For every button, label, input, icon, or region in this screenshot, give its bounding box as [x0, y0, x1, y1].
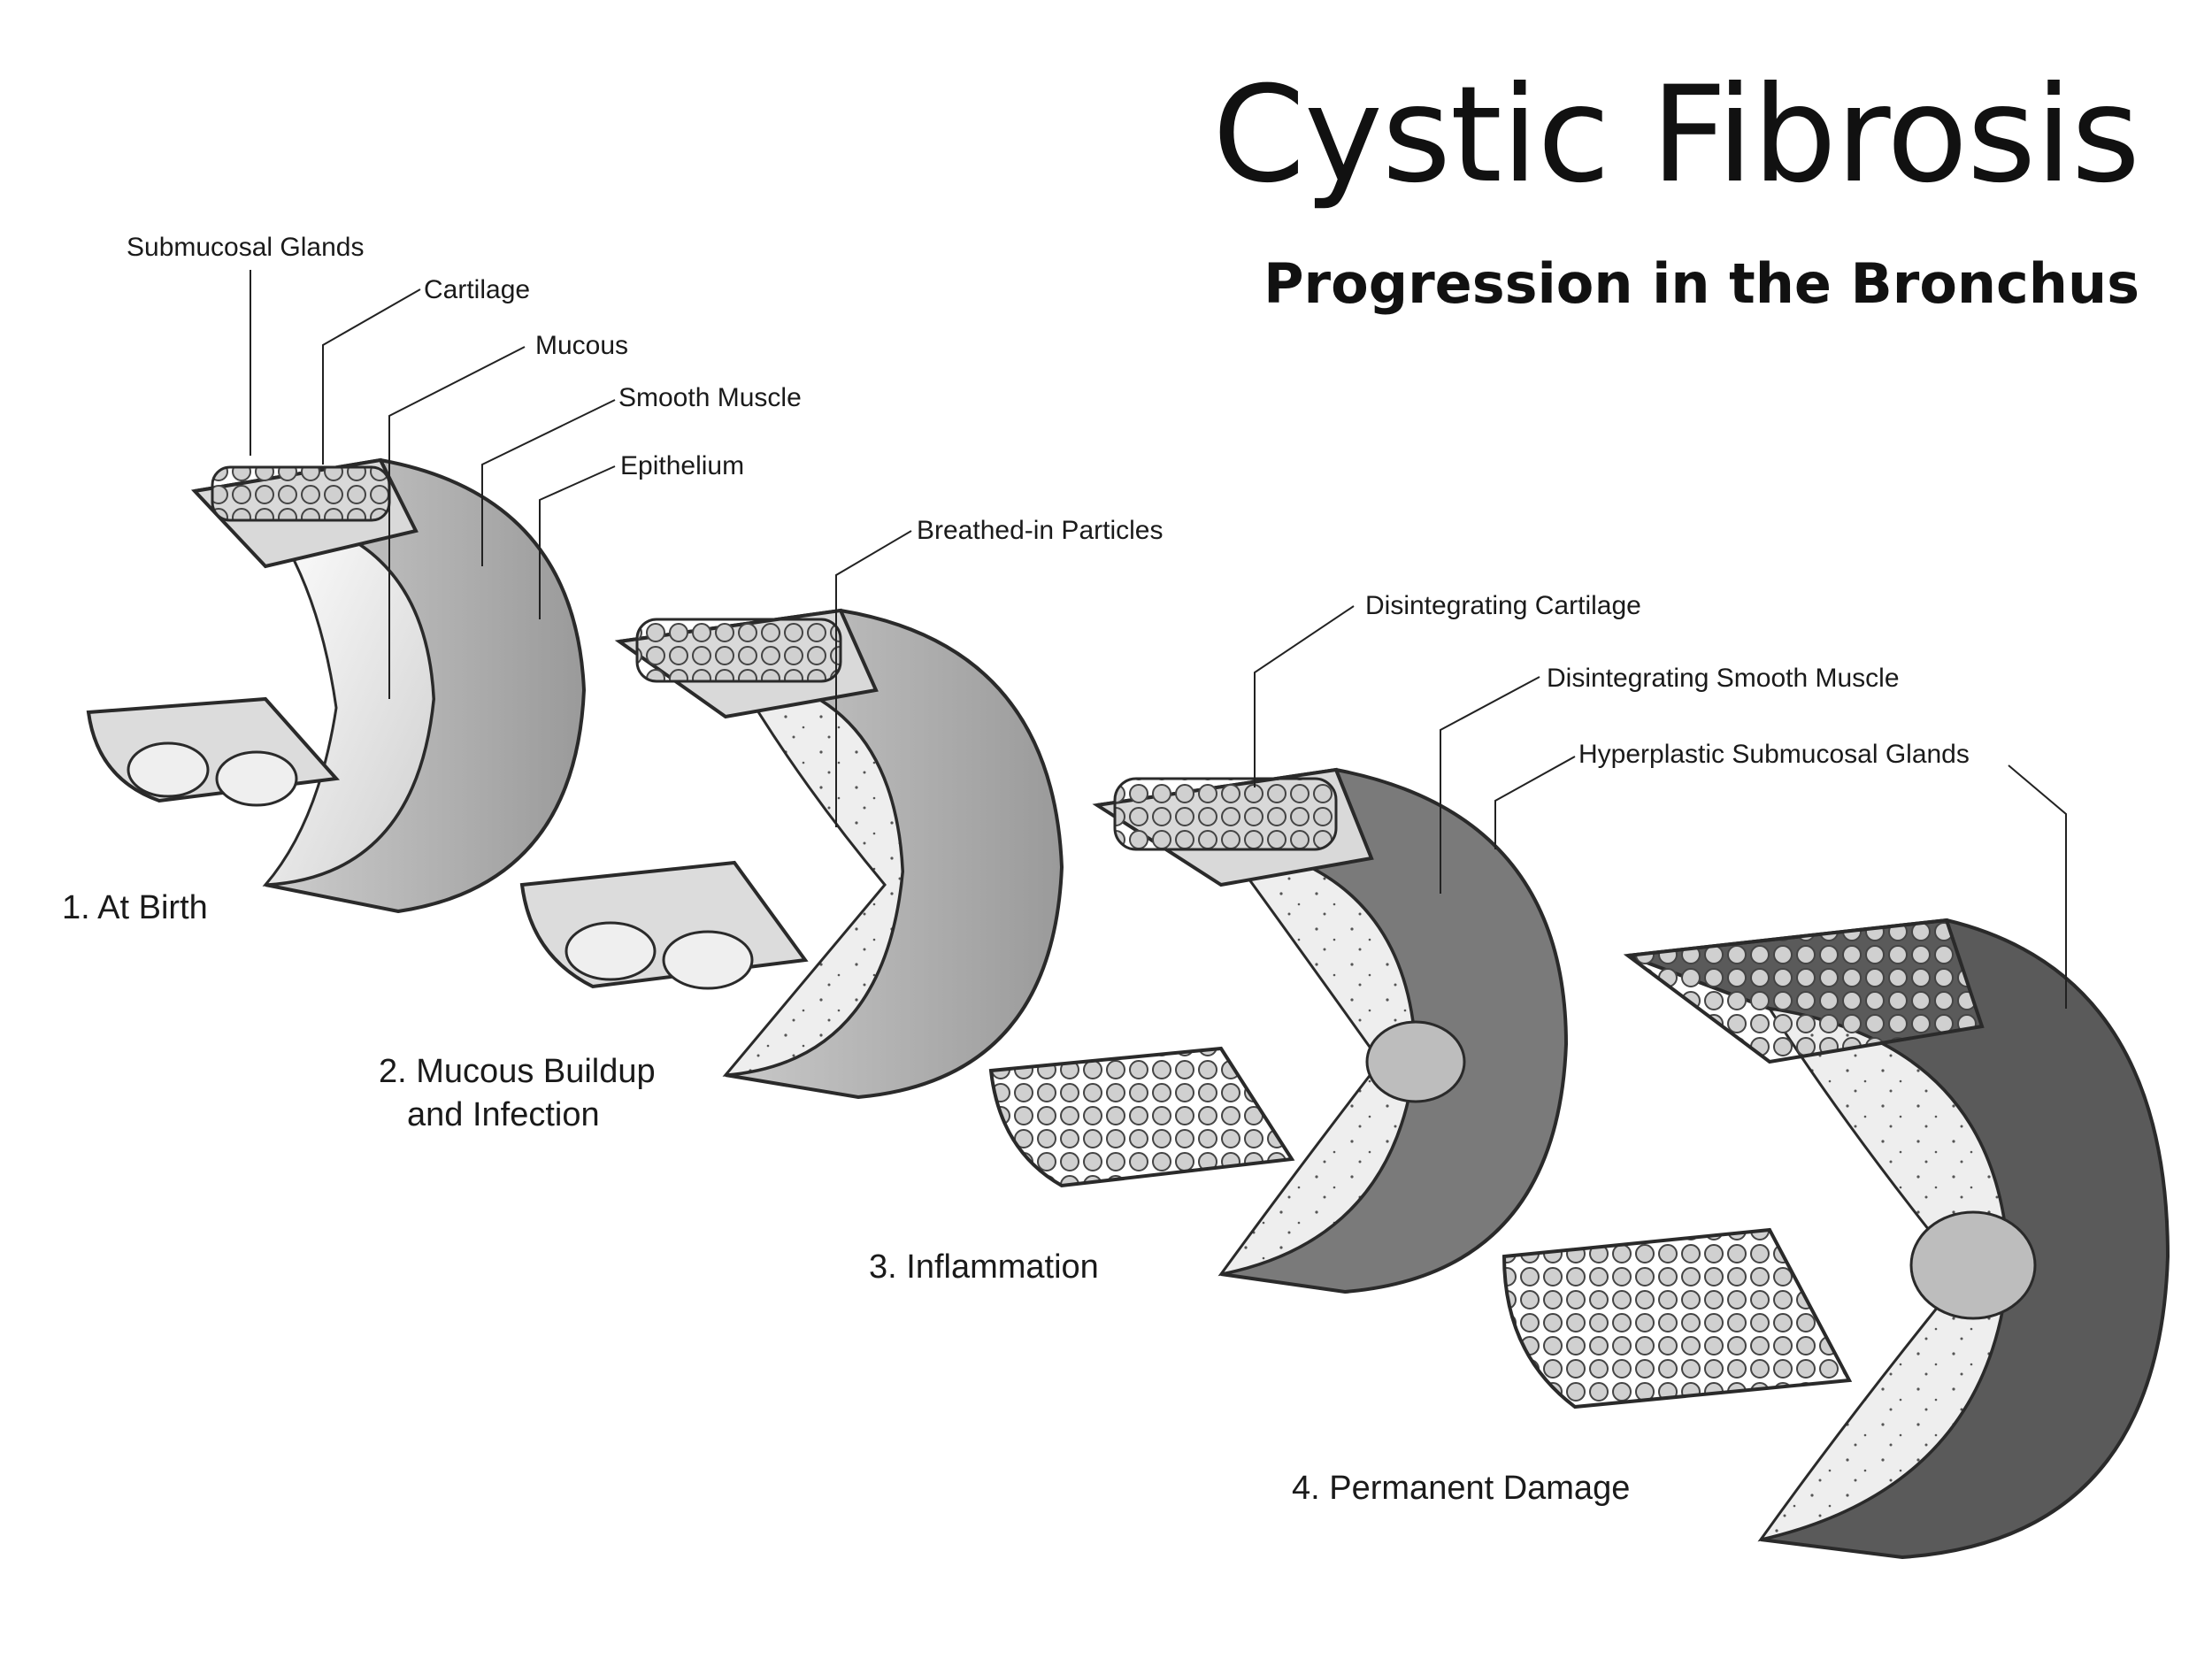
stage-number: 4. — [1292, 1470, 1320, 1507]
bronchus-stage-2 — [519, 608, 1064, 1100]
label-disintegrating-cartilage: Disintegrating Cartilage — [1365, 591, 1641, 620]
bronchus-stage-4 — [1502, 918, 2170, 1560]
page-subtitle: Progression in the Bronchus — [1263, 251, 2139, 316]
leader-lines — [250, 270, 2067, 1009]
label-submucosal-glands: Submucosal Glands — [127, 233, 365, 262]
stage-label-4: 4. Permanent Damage — [1292, 1467, 1630, 1510]
leader-disintegrating-smooth-muscle — [1440, 676, 1540, 894]
label-breathed-in-particles: Breathed-in Particles — [917, 516, 1164, 545]
stage-name: Permanent Damage — [1329, 1470, 1631, 1507]
stage-name: Inflammation — [906, 1248, 1099, 1286]
label-mucous: Mucous — [535, 331, 629, 360]
leader-disintegrating-cartilage — [1254, 605, 1355, 787]
stage-number: 3. — [869, 1248, 897, 1286]
bronchus-stage-1 — [86, 457, 587, 914]
leader-hyperplastic-glands-a — [1494, 756, 1576, 849]
stage-number: 2. — [379, 1053, 407, 1090]
label-cartilage: Cartilage — [424, 275, 531, 304]
leader-hyperplastic-glands-b — [2008, 764, 2067, 1009]
label-smooth-muscle: Smooth Muscle — [618, 383, 802, 412]
stage-name-line2: and Infection — [407, 1096, 600, 1134]
leader-mucous — [388, 346, 526, 699]
bronchus-stage-3 — [988, 767, 1569, 1294]
stage-label-2: 2. Mucous Buildup and Infection — [379, 1050, 656, 1138]
stage-label-3: 3. Inflammation — [869, 1246, 1099, 1289]
stage-label-1: 1. At Birth — [62, 887, 208, 930]
label-epithelium: Epithelium — [620, 451, 745, 480]
stage-name: At Birth — [97, 889, 208, 926]
leader-breathed-in-particles — [835, 530, 912, 827]
stage-number: 1. — [62, 889, 90, 926]
leader-cartilage — [322, 288, 421, 465]
leader-smooth-muscle — [481, 399, 616, 566]
label-hyperplastic-submucosal-glands: Hyperplastic Submucosal Glands — [1578, 740, 1970, 769]
leader-epithelium — [539, 465, 616, 619]
page-title: Cystic Fibrosis — [1212, 58, 2140, 212]
label-disintegrating-smooth-muscle: Disintegrating Smooth Muscle — [1547, 664, 1900, 693]
stage-name: Mucous Buildup — [416, 1053, 656, 1090]
